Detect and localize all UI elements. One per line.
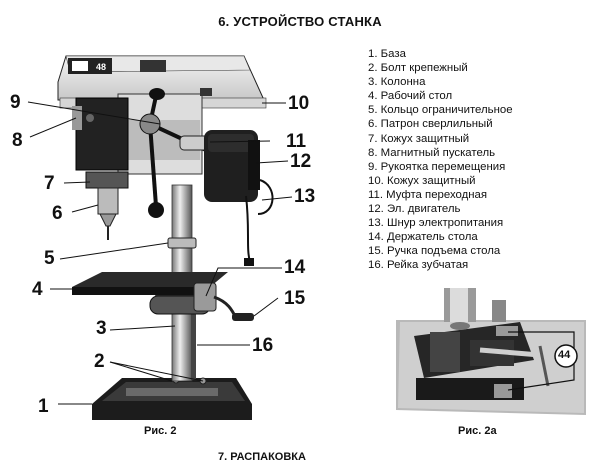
callout-10: 10 xyxy=(288,93,310,114)
parts-list-item: 7. Кожух защитный xyxy=(368,132,470,145)
label-plate xyxy=(140,60,166,72)
parts-list-item: 12. Эл. двигатель xyxy=(368,203,461,216)
parts-list-item: 14. Держатель стола xyxy=(368,231,478,244)
vise-photo xyxy=(396,288,586,415)
parts-list-item: 15. Ручка подъема стола xyxy=(368,245,501,258)
head-badge: 48 xyxy=(96,62,106,72)
callout-11: 11 xyxy=(286,131,307,152)
callout-12: 12 xyxy=(290,151,312,172)
figure-caption-2: Рис. 2 xyxy=(144,425,177,437)
spindle-guard xyxy=(85,171,129,189)
callout-3: 3 xyxy=(96,318,107,339)
table-crank xyxy=(213,295,254,321)
parts-list-item: 1. База xyxy=(368,48,406,60)
callout-15: 15 xyxy=(284,288,306,309)
next-section-fragment: 7. РАСПАКОВКА xyxy=(218,451,306,463)
switch-button xyxy=(86,114,94,122)
parts-list-item: 2. Болт крепежный xyxy=(368,62,468,75)
parts-list-item: 8. Магнитный пускатель xyxy=(368,146,496,159)
collar xyxy=(167,237,197,249)
plug xyxy=(244,258,254,266)
motor xyxy=(204,130,260,202)
parts-list-item: 11. Муфта переходная xyxy=(368,188,488,201)
figure-caption-2a: Рис. 2а xyxy=(458,425,497,437)
parts-list-item: 9. Рукоятка перемещения xyxy=(368,160,506,173)
leader-lines xyxy=(27,101,293,405)
callout-8: 8 xyxy=(12,130,23,151)
parts-list-item: 5. Кольцо ограничительное xyxy=(368,104,513,117)
magnetic-switch xyxy=(75,97,129,171)
callout-9: 9 xyxy=(10,92,21,113)
parts-list-item: 6. Патрон сверлильный xyxy=(368,118,493,131)
switch-side xyxy=(72,106,82,130)
callout-4: 4 xyxy=(32,279,43,300)
base xyxy=(92,378,252,420)
power-cord xyxy=(245,195,251,263)
callout-16: 16 xyxy=(252,335,274,356)
callout-14: 14 xyxy=(284,257,306,278)
section-title: 6. УСТРОЙСТВО СТАНКА xyxy=(218,14,382,29)
power-cord-loop xyxy=(257,179,274,215)
callout-2: 2 xyxy=(94,351,105,372)
parts-list-item: 3. Колонна xyxy=(368,76,426,89)
drill-chuck xyxy=(97,187,119,215)
callout-7: 7 xyxy=(44,173,55,194)
callout-6: 6 xyxy=(52,203,63,224)
table-holder xyxy=(193,282,217,312)
parts-list-item: 10. Кожух защитный xyxy=(368,174,476,187)
nameplate xyxy=(68,58,112,74)
callout-5: 5 xyxy=(44,248,55,269)
vise-badge: 44 xyxy=(558,349,571,361)
vise-badge-circle xyxy=(554,344,578,368)
parts-list-item: 4. Рабочий стол xyxy=(368,90,453,103)
callout-1: 1 xyxy=(38,396,49,417)
parts-list-item: 16. Рейка зубчатая xyxy=(368,259,469,272)
callout-13: 13 xyxy=(294,186,316,207)
rack xyxy=(191,290,196,380)
parts-list: 1. База 2. Болт крепежный 3. Колонна 4. … xyxy=(368,47,513,273)
parts-list-item: 13. Шнур электропитания xyxy=(368,217,504,230)
